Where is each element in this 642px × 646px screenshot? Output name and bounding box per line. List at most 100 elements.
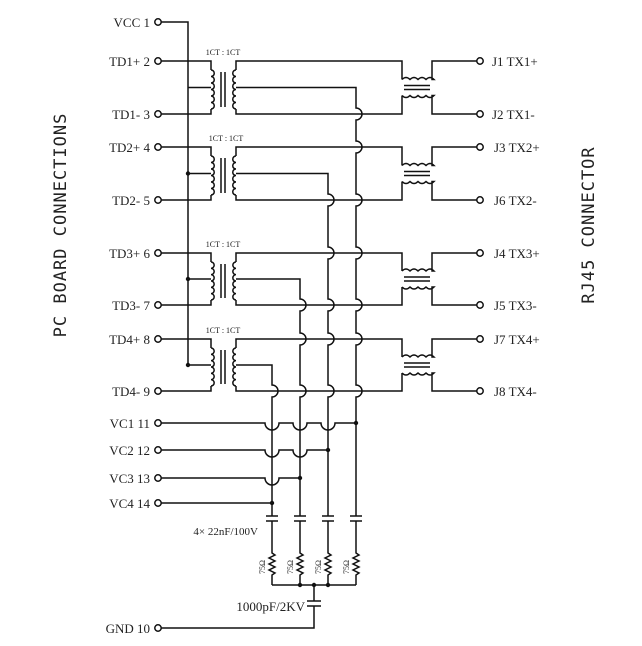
- resistor: [295, 521, 305, 585]
- center-tap-line-4: [236, 364, 279, 516]
- primary-coil: [210, 261, 215, 301]
- pin-j-minus-2[interactable]: [476, 196, 484, 204]
- pin-vcc[interactable]: [154, 18, 162, 26]
- resistor: [351, 521, 361, 585]
- secondary-coil: [232, 69, 237, 110]
- secondary-lead-plus: [235, 146, 403, 166]
- secondary-coil: [232, 155, 237, 196]
- pin-gnd[interactable]: [154, 624, 162, 632]
- choke-top: [401, 60, 477, 81]
- pin-vc3[interactable]: [154, 474, 162, 482]
- secondary-lead-plus: [235, 338, 403, 357]
- pin-label-vcc: VCC 1: [114, 15, 150, 30]
- pin-vc1[interactable]: [154, 419, 162, 427]
- choke-top: [401, 338, 477, 359]
- pin-vc4[interactable]: [154, 499, 162, 507]
- primary-lead: [161, 195, 212, 201]
- primary-lead: [161, 338, 212, 348]
- choke-core: [404, 84, 430, 91]
- pin-label-vc3: VC3 13: [109, 471, 150, 486]
- pin-label-j4: J4 TX3+: [494, 246, 540, 261]
- transformer-core: [220, 350, 226, 384]
- primary-coil: [210, 347, 215, 387]
- pin-td1-plus[interactable]: [154, 57, 162, 65]
- vcc-bus: [161, 21, 189, 365]
- secondary-lead-minus: [235, 287, 403, 306]
- pin-label-td4m: TD4- 9: [112, 384, 150, 399]
- transformer-ratio-4: 1CT : 1CT: [206, 326, 241, 335]
- choke-top: [401, 146, 477, 167]
- junction-dot: [185, 171, 191, 176]
- junction-dot: [297, 475, 303, 481]
- junction-dot: [297, 582, 303, 588]
- pin-td4-minus[interactable]: [154, 387, 162, 395]
- primary-lead: [161, 146, 212, 156]
- capacitor: [350, 515, 362, 522]
- vc-line-1: [161, 422, 356, 431]
- pin-j-plus-3[interactable]: [476, 249, 484, 257]
- pin-td2-minus[interactable]: [154, 196, 162, 204]
- left-title: PC BOARD CONNECTIONS: [51, 113, 71, 338]
- pin-label-vc4: VC4 14: [109, 496, 150, 511]
- primary-coil: [210, 69, 215, 110]
- pin-td3-minus[interactable]: [154, 301, 162, 309]
- choke-top: [401, 252, 477, 273]
- capacitor: [294, 515, 306, 522]
- pin-label-td2p: TD2+ 4: [109, 140, 150, 155]
- resistor-label-3: 75Ω: [314, 560, 323, 574]
- pin-label-j3: J3 TX2+: [494, 140, 540, 155]
- pin-j-minus-3[interactable]: [476, 301, 484, 309]
- gnd-capacitor: [161, 585, 321, 629]
- secondary-lead-minus: [235, 373, 403, 392]
- transformer-core: [220, 158, 226, 193]
- pin-label-td1p: TD1+ 2: [109, 54, 150, 69]
- pin-j-plus-2[interactable]: [476, 143, 484, 151]
- pin-label-td1m: TD1- 3: [112, 107, 150, 122]
- pin-label-gnd: GND 10: [106, 621, 150, 636]
- vc-line-3: [161, 477, 300, 486]
- primary-coil: [210, 155, 215, 196]
- choke-core: [404, 362, 430, 368]
- junction-dot: [269, 500, 275, 506]
- pin-label-j2: J2 TX1-: [492, 107, 535, 122]
- pin-j-plus-4[interactable]: [476, 335, 484, 343]
- pin-label-j5: J5 TX3-: [494, 298, 537, 313]
- junction-dot: [353, 420, 359, 426]
- junction-dot: [325, 447, 331, 453]
- pin-td1-minus[interactable]: [154, 110, 162, 118]
- choke-core: [404, 170, 430, 177]
- secondary-lead-minus: [235, 181, 403, 201]
- resistor-label-4: 75Ω: [342, 560, 351, 574]
- center-tap-line-3: [236, 278, 307, 516]
- choke-core: [404, 276, 430, 282]
- pin-td3-plus[interactable]: [154, 249, 162, 257]
- pin-j-plus-1[interactable]: [476, 57, 484, 65]
- pin-j-minus-4[interactable]: [476, 387, 484, 395]
- pin-label-j7: J7 TX4+: [494, 332, 540, 347]
- pin-label-j1: J1 TX1+: [492, 54, 538, 69]
- choke-bottom: [401, 180, 477, 201]
- pin-label-td3p: TD3+ 6: [109, 246, 150, 261]
- transformer-ratio-1: 1CT : 1CT: [206, 48, 241, 57]
- pin-label-vc1: VC1 11: [110, 416, 150, 431]
- pin-td2-plus[interactable]: [154, 143, 162, 151]
- vc-line-2: [161, 449, 328, 458]
- primary-lead: [161, 252, 212, 262]
- junction-dot: [325, 582, 331, 588]
- center-tap-line-2: [236, 172, 335, 516]
- transformer-ratio-2: 1CT : 1CT: [209, 134, 244, 143]
- capacitor: [266, 515, 278, 522]
- pin-j-minus-1[interactable]: [476, 110, 484, 118]
- capacitor-label: 4× 22nF/100V: [193, 526, 258, 538]
- pin-vc2[interactable]: [154, 446, 162, 454]
- junction-dot: [185, 362, 191, 368]
- resistor: [323, 521, 333, 585]
- junction-dot: [185, 276, 191, 282]
- pin-td4-plus[interactable]: [154, 335, 162, 343]
- secondary-coil: [232, 347, 237, 387]
- choke-bottom: [401, 285, 477, 306]
- transformer-ratio-3: 1CT : 1CT: [206, 240, 241, 249]
- primary-lead: [161, 386, 212, 392]
